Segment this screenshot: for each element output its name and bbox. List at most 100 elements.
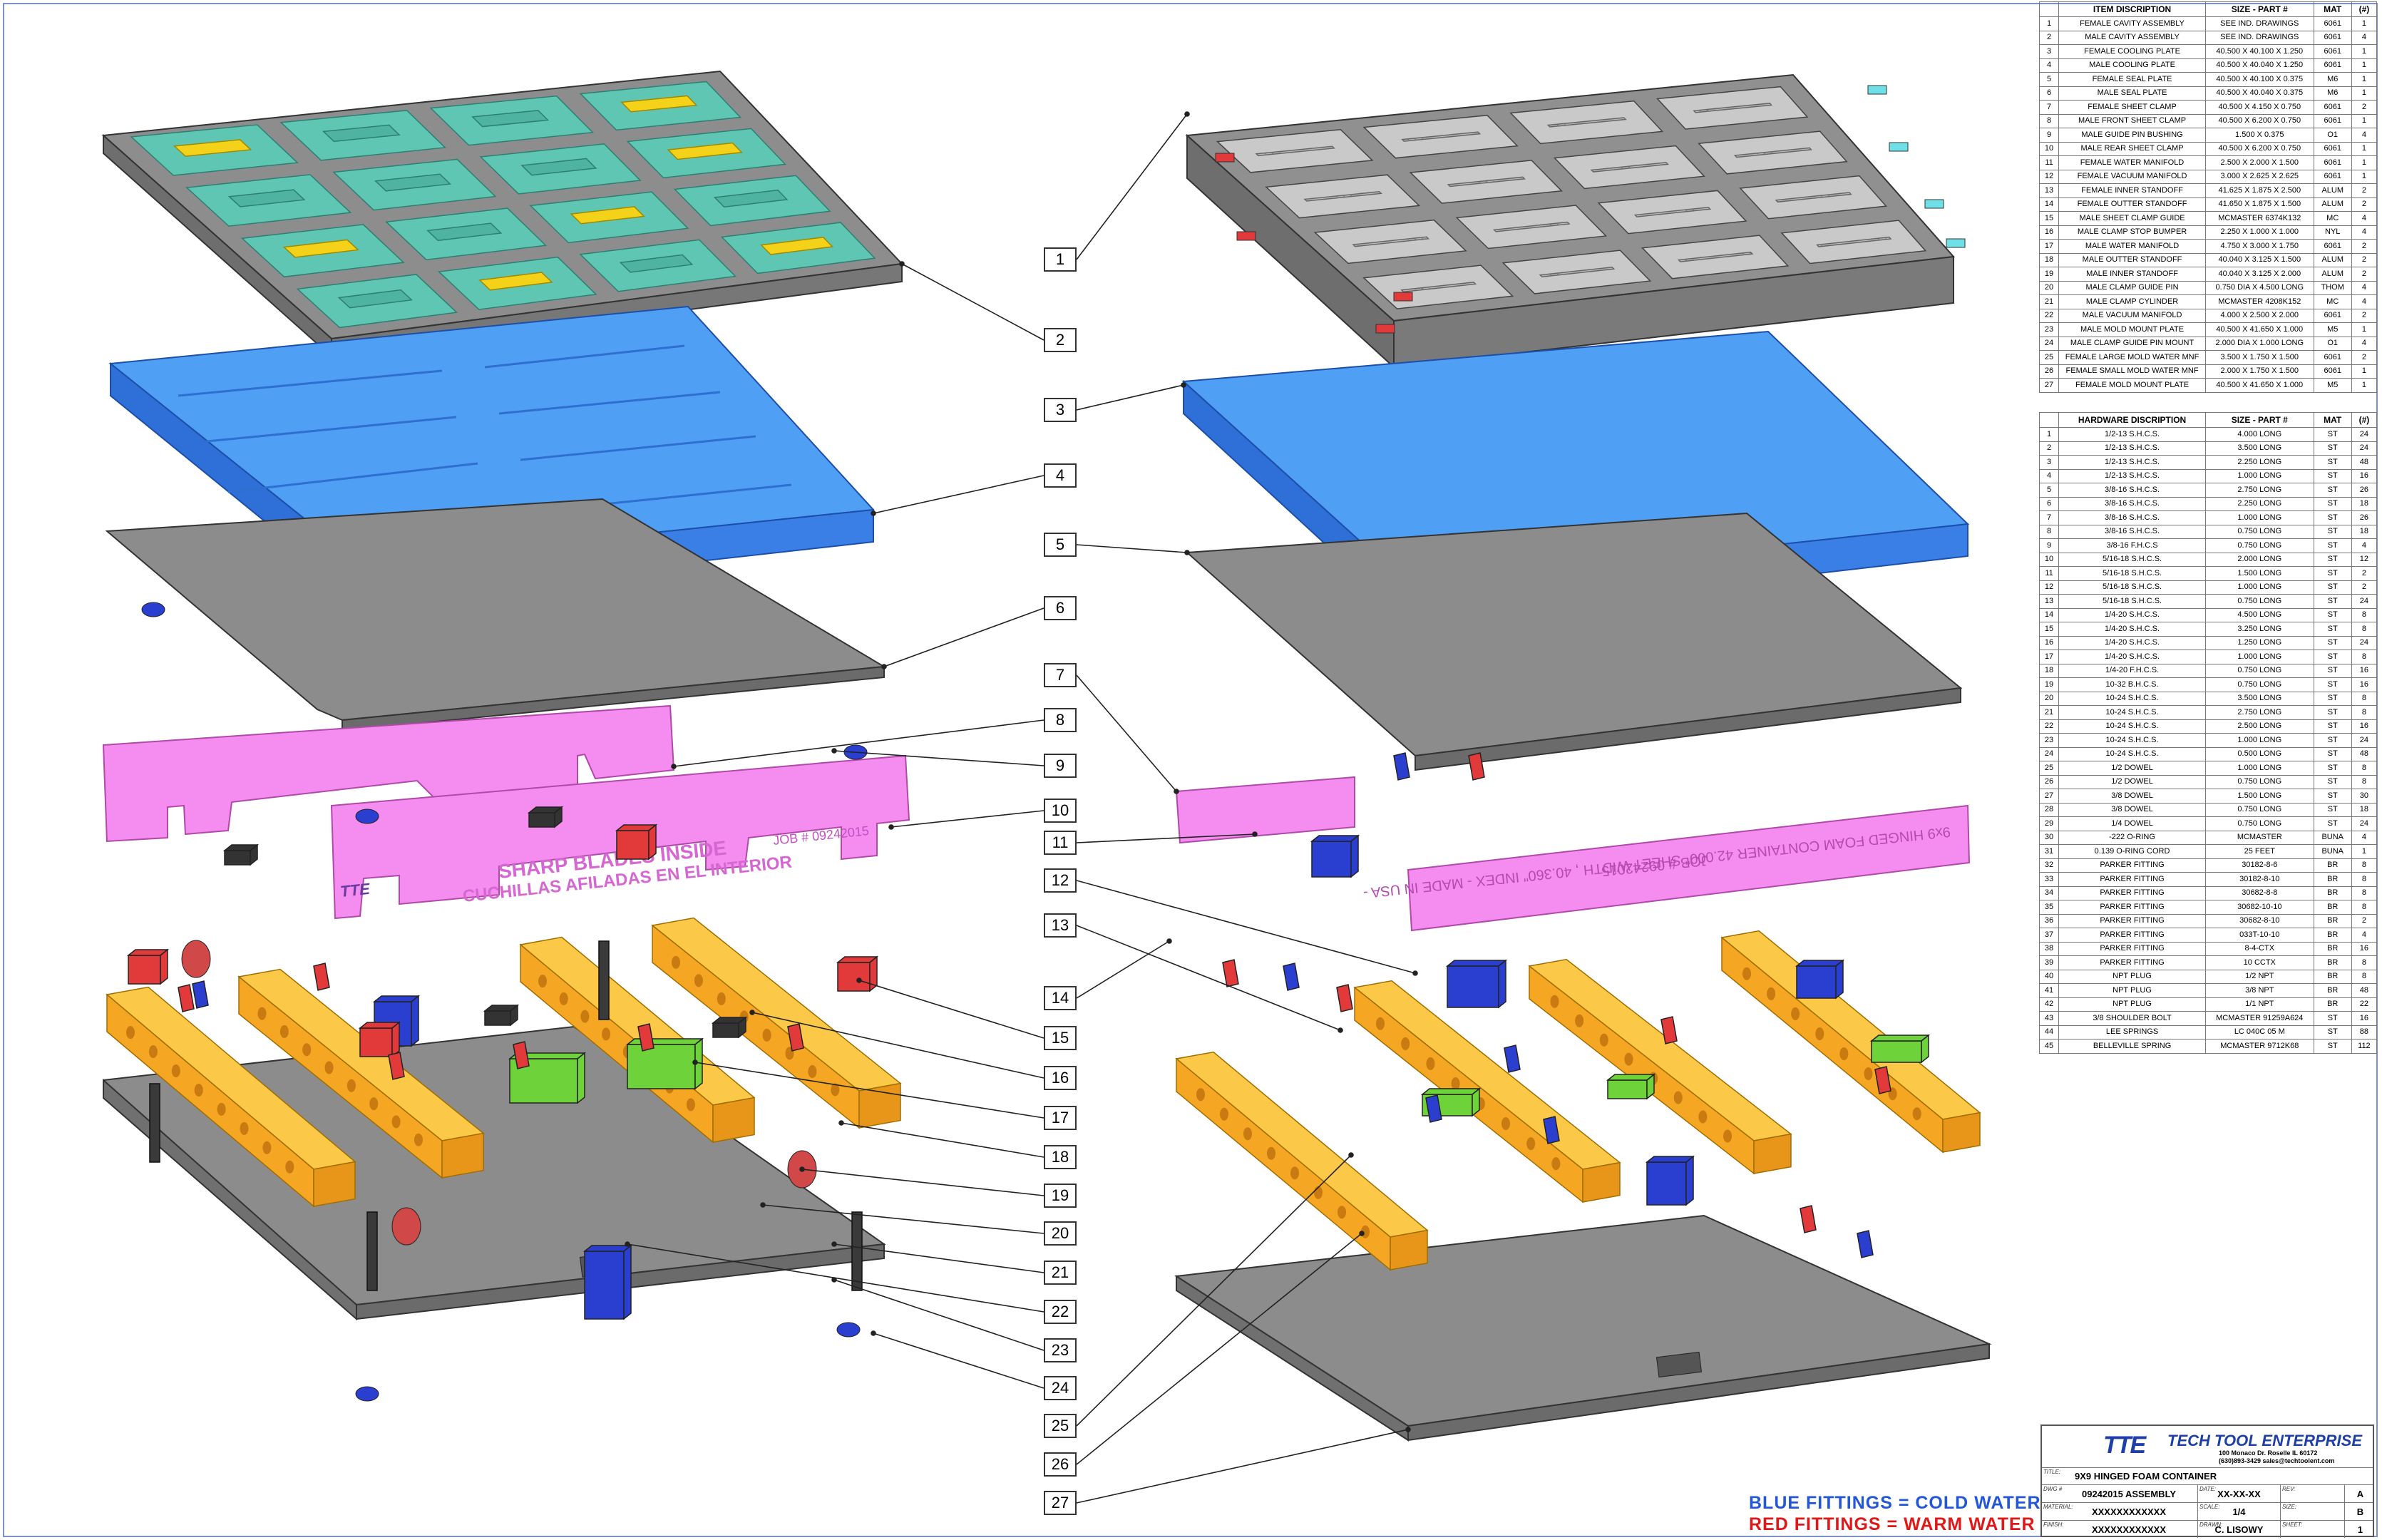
- table-cell: 16: [2038, 225, 2060, 240]
- table-cell: 16: [2351, 1011, 2378, 1026]
- table-cell: ST: [2313, 1025, 2352, 1040]
- standoff-hole: [1767, 987, 1776, 1000]
- table-cell: 40.500 X 41.650 X 1.000: [2204, 322, 2314, 337]
- table-cell: 16: [2351, 468, 2378, 483]
- table-cell: 18: [2351, 524, 2378, 539]
- table-cell: PARKER FITTING: [2058, 913, 2206, 928]
- table-cell: 18: [2038, 252, 2060, 267]
- table-cell: MALE CLAMP GUIDE PIN: [2058, 280, 2206, 295]
- standoff-hole: [1290, 1166, 1299, 1180]
- balloon-item: 5: [1044, 533, 1077, 557]
- table-cell: 0.750 LONG: [2204, 677, 2314, 692]
- table-cell: LEE SPRINGS: [2058, 1025, 2206, 1040]
- male-sheet-clamp-guide: [616, 830, 650, 860]
- balloon-item: 9: [1044, 754, 1077, 778]
- balloon-item: 24: [1044, 1376, 1077, 1400]
- column-header: [2038, 1, 2060, 17]
- cavity-vent-floor: [1493, 221, 1571, 232]
- standoff-hole: [672, 955, 680, 969]
- leader-arrowhead: [831, 1241, 837, 1247]
- table-cell: 25 FEET: [2204, 844, 2314, 859]
- table-cell: 26: [2038, 774, 2060, 789]
- table-cell: MC: [2313, 211, 2352, 226]
- leader-line: [833, 1243, 1044, 1273]
- cavity-floor: [471, 110, 549, 128]
- standoff-hole: [602, 1027, 611, 1041]
- edge-clip: [1215, 153, 1235, 163]
- table-cell: 3/8 DOWEL: [2058, 802, 2206, 817]
- guide-pin-bushing: [355, 808, 379, 824]
- female-sheet-clamp-front: [1175, 776, 1355, 844]
- table-cell: 033T-10-10: [2204, 928, 2314, 943]
- table-cell: 10-24 S.H.C.S.: [2058, 746, 2206, 761]
- table-cell: MALE COOLING PLATE: [2058, 58, 2206, 73]
- table-cell: 7: [2038, 510, 2060, 525]
- leader-arrowhead: [749, 1010, 755, 1015]
- table-cell: 1.250 LONG: [2204, 635, 2314, 650]
- cavity-floor: [520, 158, 597, 176]
- standoff-hole: [285, 1160, 294, 1174]
- balloon-item: 11: [1044, 831, 1077, 855]
- table-cell: 6061: [2313, 30, 2352, 45]
- leader-line: [801, 1169, 1044, 1196]
- standoff-hole: [1839, 1047, 1849, 1060]
- table-cell: ST: [2313, 427, 2352, 442]
- table-cell: 24: [2351, 427, 2378, 442]
- clamp-stop-bumper-side: [554, 806, 563, 828]
- table-cell: 8: [2351, 955, 2378, 970]
- cavity-vent-floor: [1401, 131, 1482, 142]
- table-cell: 44: [2038, 1025, 2060, 1040]
- table-cell: 13: [2038, 183, 2060, 198]
- table-cell: 0.750 DIA X 4.500 LONG: [2204, 280, 2314, 295]
- table-cell: SEE IND. DRAWINGS: [2204, 16, 2314, 31]
- table-cell: BR: [2313, 928, 2352, 943]
- table-cell: 4: [2351, 294, 2378, 309]
- male-sheet-clamp-guide-side: [648, 823, 657, 861]
- table-cell: ST: [2313, 650, 2352, 664]
- table-cell: 0.139 O-RING CORD: [2058, 844, 2206, 859]
- table-cell: 9: [2038, 128, 2060, 143]
- table-cell: 112: [2351, 1039, 2378, 1054]
- table-cell: BR: [2313, 885, 2352, 900]
- table-cell: 6061: [2313, 16, 2352, 31]
- table-cell: 40.500 X 40.040 X 1.250: [2204, 58, 2314, 73]
- water-fitting: [1800, 1205, 1817, 1233]
- table-cell: 8: [2351, 691, 2378, 706]
- cavity-vent-floor: [1775, 192, 1852, 203]
- table-cell: 30182-8-10: [2204, 872, 2314, 887]
- leader-line: [841, 1122, 1044, 1158]
- table-cell: 3.500 LONG: [2204, 691, 2314, 706]
- table-cell: BELLEVILLE SPRING: [2058, 1039, 2206, 1054]
- female-outter-standoff-end: [1942, 1112, 1981, 1153]
- leader-arrowhead: [881, 664, 887, 669]
- leader-line: [873, 475, 1044, 514]
- cavity-vent-floor: [1733, 147, 1812, 158]
- table-cell: 6061: [2313, 100, 2352, 115]
- column-header: (#): [2351, 1, 2378, 17]
- table-cell: 48: [2351, 983, 2378, 998]
- leader-line: [1076, 113, 1188, 260]
- standoff-hole: [194, 1083, 203, 1097]
- table-cell: 1/2-13 S.H.C.S.: [2058, 468, 2206, 483]
- table-cell: 6061: [2313, 169, 2352, 184]
- date-label: DATE:: [2199, 1486, 2216, 1492]
- table-cell: M5: [2313, 378, 2352, 393]
- table-cell: 4: [2351, 280, 2378, 295]
- dwg-label: DWG #: [2043, 1486, 2063, 1492]
- column-header: MAT: [2313, 1, 2352, 17]
- table-cell: BR: [2313, 941, 2352, 956]
- leader-line: [1076, 1233, 1362, 1465]
- table-cell: MCMASTER 4208K152: [2204, 294, 2314, 309]
